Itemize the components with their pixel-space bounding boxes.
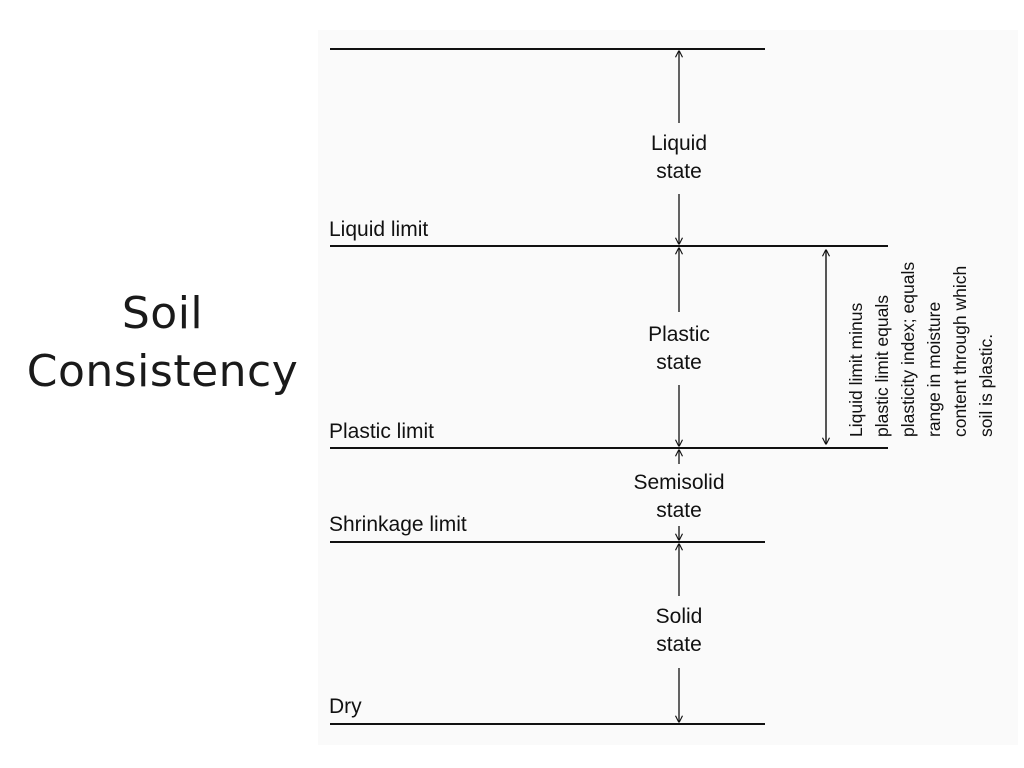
solid-state-label-line-1: Solid bbox=[656, 605, 703, 628]
solid-state-label-line-2: state bbox=[656, 633, 702, 656]
plasticity-note-line-6: soil is plastic. bbox=[976, 334, 996, 437]
liquid-limit-label: Liquid limit bbox=[329, 218, 428, 241]
shrinkage-limit-label: Shrinkage limit bbox=[329, 513, 467, 536]
plasticity-note-line-3: plasticity index; equals bbox=[898, 262, 918, 437]
dry-label: Dry bbox=[329, 695, 362, 718]
slide-title-line-2: Consistency bbox=[26, 346, 299, 397]
plasticity-note-line-1: Liquid limit minus bbox=[846, 303, 866, 437]
plastic-state-label-line-1: Plastic bbox=[648, 323, 710, 346]
plasticity-note-line-5: content through which bbox=[950, 266, 970, 437]
liquid-state-label-line-2: state bbox=[656, 160, 702, 183]
plasticity-note-line-4: range in moisture bbox=[924, 302, 944, 437]
semisolid-state-label-line-2: state bbox=[656, 499, 702, 522]
slide-title: Soil Consistency bbox=[0, 285, 325, 401]
liquid-state-label-line-1: Liquid bbox=[651, 132, 707, 155]
plastic-state-label-line-2: state bbox=[656, 351, 702, 374]
plasticity-index-note: Liquid limit minus plastic limit equals … bbox=[846, 262, 996, 437]
semisolid-state-label-line-1: Semisolid bbox=[633, 471, 724, 494]
plasticity-note-line-2: plastic limit equals bbox=[872, 295, 892, 437]
plastic-limit-label: Plastic limit bbox=[329, 420, 434, 443]
diagram-panel bbox=[318, 30, 1018, 745]
slide-title-line-1: Soil bbox=[121, 288, 204, 339]
